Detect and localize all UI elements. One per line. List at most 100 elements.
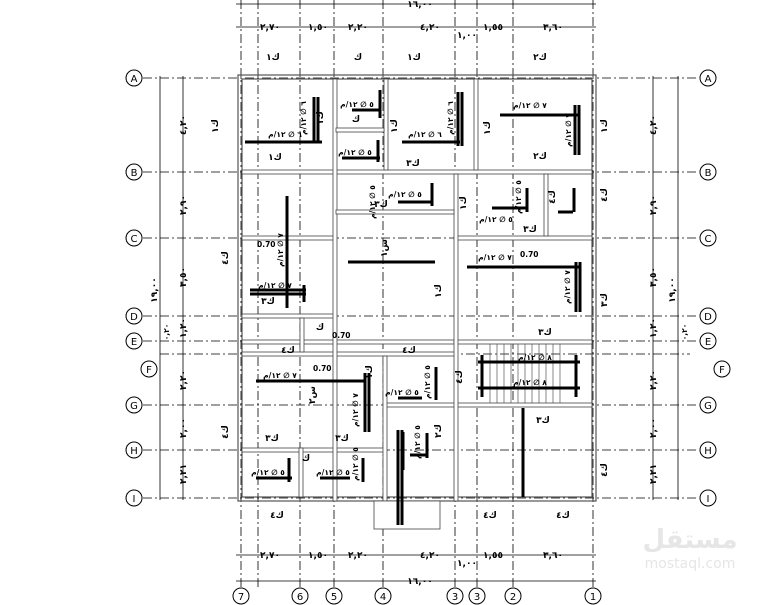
slab-label-rotated: ك١ [600, 119, 610, 133]
grid-bubble [125, 332, 143, 350]
wall-segment [383, 78, 389, 171]
slab-label: ك٣ [265, 434, 279, 444]
slab-label: ك٤ [281, 346, 295, 356]
total-width-text: ١٦,٠٠ [407, 577, 432, 587]
walls [237, 74, 597, 530]
dimension-text: ٢,٢٠ [348, 551, 368, 561]
grid-label: H [704, 446, 712, 457]
dimension-text: ١,٢٠ [649, 318, 659, 338]
slab-label-rotated: س٢ [308, 386, 318, 404]
dimension-text: ٠,٢٠ [162, 324, 171, 341]
slab-label: ك٣ [335, 434, 349, 444]
grid-label: I [133, 494, 136, 505]
slab-label-rotated: ك٤ [455, 370, 465, 384]
grid-label: F [719, 365, 725, 376]
grid-bubble [291, 587, 309, 605]
grid-label: 3 [474, 592, 480, 603]
rebar-label-rotated: ٥ ∅ ١٢/م [351, 447, 360, 481]
dimension-text: ٢,٢٠ [348, 23, 368, 33]
rebar-label-rotated: ٧ ∅ ١٢/م [563, 270, 572, 304]
dimension-text: ٢,٠٠ [179, 418, 189, 438]
slab-label: ك [302, 454, 310, 464]
slab-label-rotated: ك٤ [221, 251, 231, 265]
slab-label-rotated: ك١ [211, 119, 221, 133]
rebar-label: ٥ ∅ ١٢/م [388, 190, 422, 199]
rebar-label: ٥ ∅ ١٢/م [316, 468, 350, 477]
dimension-text: ٠,٢٠ [680, 324, 689, 341]
rebar-label: ٥ ∅ ١٢/م [251, 468, 285, 477]
rebar-label: ٨ ∅ ١٢/م [518, 353, 552, 362]
slab-label-rotated: ك١ [483, 121, 493, 135]
dimension-text: ١,٢٠ [179, 318, 189, 338]
grid-bubble [699, 489, 717, 507]
wall-segment [382, 355, 388, 502]
total-height-text: ١٩,٠٠ [150, 277, 160, 302]
grid-bubble [125, 229, 143, 247]
dimension-text: ٣,٦٠ [543, 23, 563, 33]
grid-label: G [704, 401, 712, 412]
slab-label-rotated: ك١ [459, 196, 469, 210]
grid-bubble [699, 396, 717, 414]
grid-bubble [125, 307, 143, 325]
rebar-label: ٨ ∅ ١٢/م [513, 378, 547, 387]
rebar-lines [245, 90, 582, 525]
slab-label: ك٤ [483, 511, 497, 521]
wall-segment [241, 169, 593, 175]
slab-label: ك٣ [261, 297, 275, 307]
grid-bubble [125, 441, 143, 459]
rebar-label-rotated: ٧ ∅ ١٢/م [276, 233, 285, 267]
dimension-text: ٢,٢١ [179, 464, 189, 484]
wall-segment [453, 339, 593, 345]
grid-label: E [131, 337, 137, 348]
rebar-label-rotated: ٥ ∅ ١٢/م [423, 365, 432, 399]
level-mark: 0.70 [520, 250, 539, 259]
grid-label: A [131, 74, 138, 85]
wall-segment [543, 173, 549, 237]
rebar-label-rotated: ٦ ∅ ١٢/م [299, 101, 308, 135]
slab-label-rotated: ك١ [434, 284, 444, 298]
wall-segment [453, 402, 593, 408]
dimension-text: ٢,٠٠ [649, 418, 659, 438]
grid-bubble [446, 587, 464, 605]
grid-label: 3 [452, 592, 458, 603]
level-mark: 0.70 [332, 331, 351, 340]
grid-bubble [699, 163, 717, 181]
outer-wall-inner [241, 78, 593, 498]
slab-label: ك١ [407, 53, 421, 63]
dimension-text: ٢,٩٠ [179, 195, 189, 215]
dimension-text: ٢,٩٠ [649, 195, 659, 215]
rebar-label: ٦ ∅ ١٢/م [268, 130, 302, 139]
slab-label: ك٢ [533, 152, 547, 162]
rebar-label-rotated: ٦ ∅ ١٢/م [446, 101, 455, 135]
wall-segment [241, 313, 337, 319]
grid-bubble [699, 229, 717, 247]
grid-bubble [584, 587, 602, 605]
dimension-text: ١,٠٠ [457, 31, 477, 41]
grid-bubble [468, 587, 486, 605]
entrance-step [373, 500, 441, 530]
dimension-text: ١,٥٠ [308, 551, 328, 561]
dimension-text: ٣,٦٠ [543, 551, 563, 561]
slab-label-rotated: ك٣ [600, 293, 610, 307]
grid-bubble [699, 69, 717, 87]
grid-label: D [704, 312, 712, 323]
grid-label: D [130, 312, 138, 323]
grid-bubble [125, 163, 143, 181]
wall-segment [453, 173, 459, 502]
dimension-text: ٢,٧٠ [260, 551, 280, 561]
rebar-label-rotated: ٧ ∅ ١٢/م [564, 113, 573, 147]
grid-label: 1 [590, 592, 596, 603]
grid-label: B [705, 168, 712, 179]
grid-label: 2 [510, 592, 516, 603]
grid-label: 6 [297, 592, 303, 603]
total-height-text: ١٩,٠٠ [668, 277, 678, 302]
slab-label: ك٤ [556, 511, 570, 521]
rebar-label: ٧ ∅ ١٢/م [478, 253, 512, 262]
slab-label: ك [352, 115, 360, 125]
wall-segment [241, 339, 457, 345]
slab-label: ك١ [268, 153, 282, 163]
grid-label: I [707, 494, 710, 505]
